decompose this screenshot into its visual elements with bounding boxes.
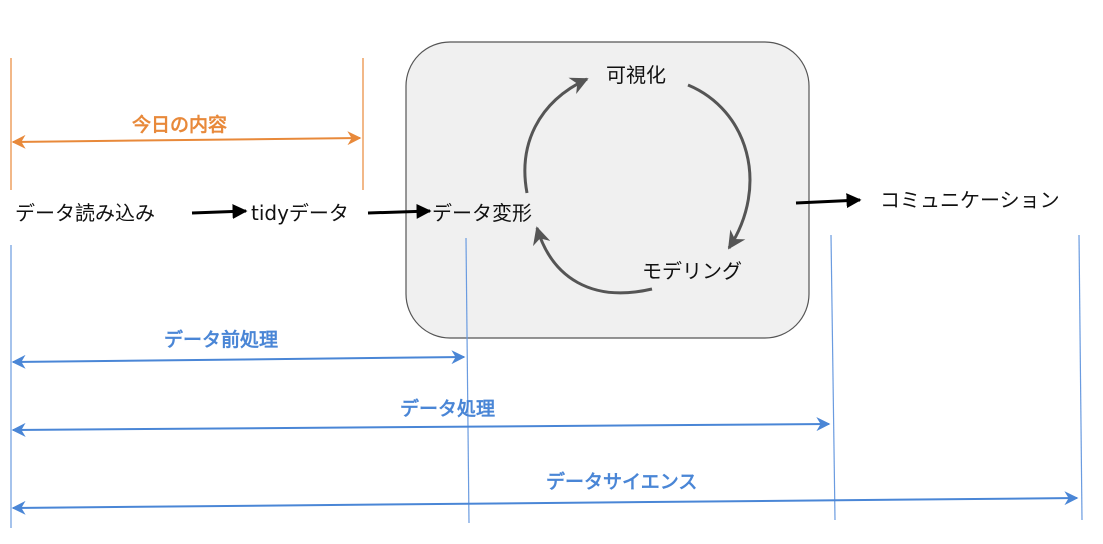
preprocessing-label: データ前処理: [164, 329, 279, 351]
bound-line-modeling: [830, 234, 836, 521]
cycle-arrow-to-modeling: [687, 83, 752, 250]
flow-arrow-to-communication: [795, 193, 862, 209]
transform-node: データ変形: [432, 201, 532, 225]
flow-arrow-import-to-tidy: [191, 204, 248, 219]
analysis-cycle-box: [405, 41, 810, 339]
processing-label: データ処理: [400, 398, 496, 420]
cycle-arrow-to-visualize: [523, 77, 589, 194]
processing-arrow: [11, 417, 831, 437]
today-arrow: [11, 131, 362, 149]
tidy-data-node: tidyデータ: [251, 201, 349, 225]
bound-line-transform: [465, 237, 470, 524]
preprocessing-arrow: [11, 350, 466, 369]
cycle-arrow-to-transform: [533, 226, 653, 295]
data-import-node: データ読み込み: [15, 201, 155, 225]
data-science-arrow: [11, 491, 1079, 515]
modeling-node: モデリング: [642, 259, 742, 283]
bound-line-communication: [1078, 234, 1083, 521]
flow-arrow-tidy-to-transform: [367, 203, 432, 219]
visualize-node: 可視化: [606, 63, 666, 87]
data-science-label: データサイエンス: [546, 471, 698, 493]
communication-node: コミュニケーション: [880, 188, 1060, 212]
today-label: 今日の内容: [132, 114, 228, 136]
